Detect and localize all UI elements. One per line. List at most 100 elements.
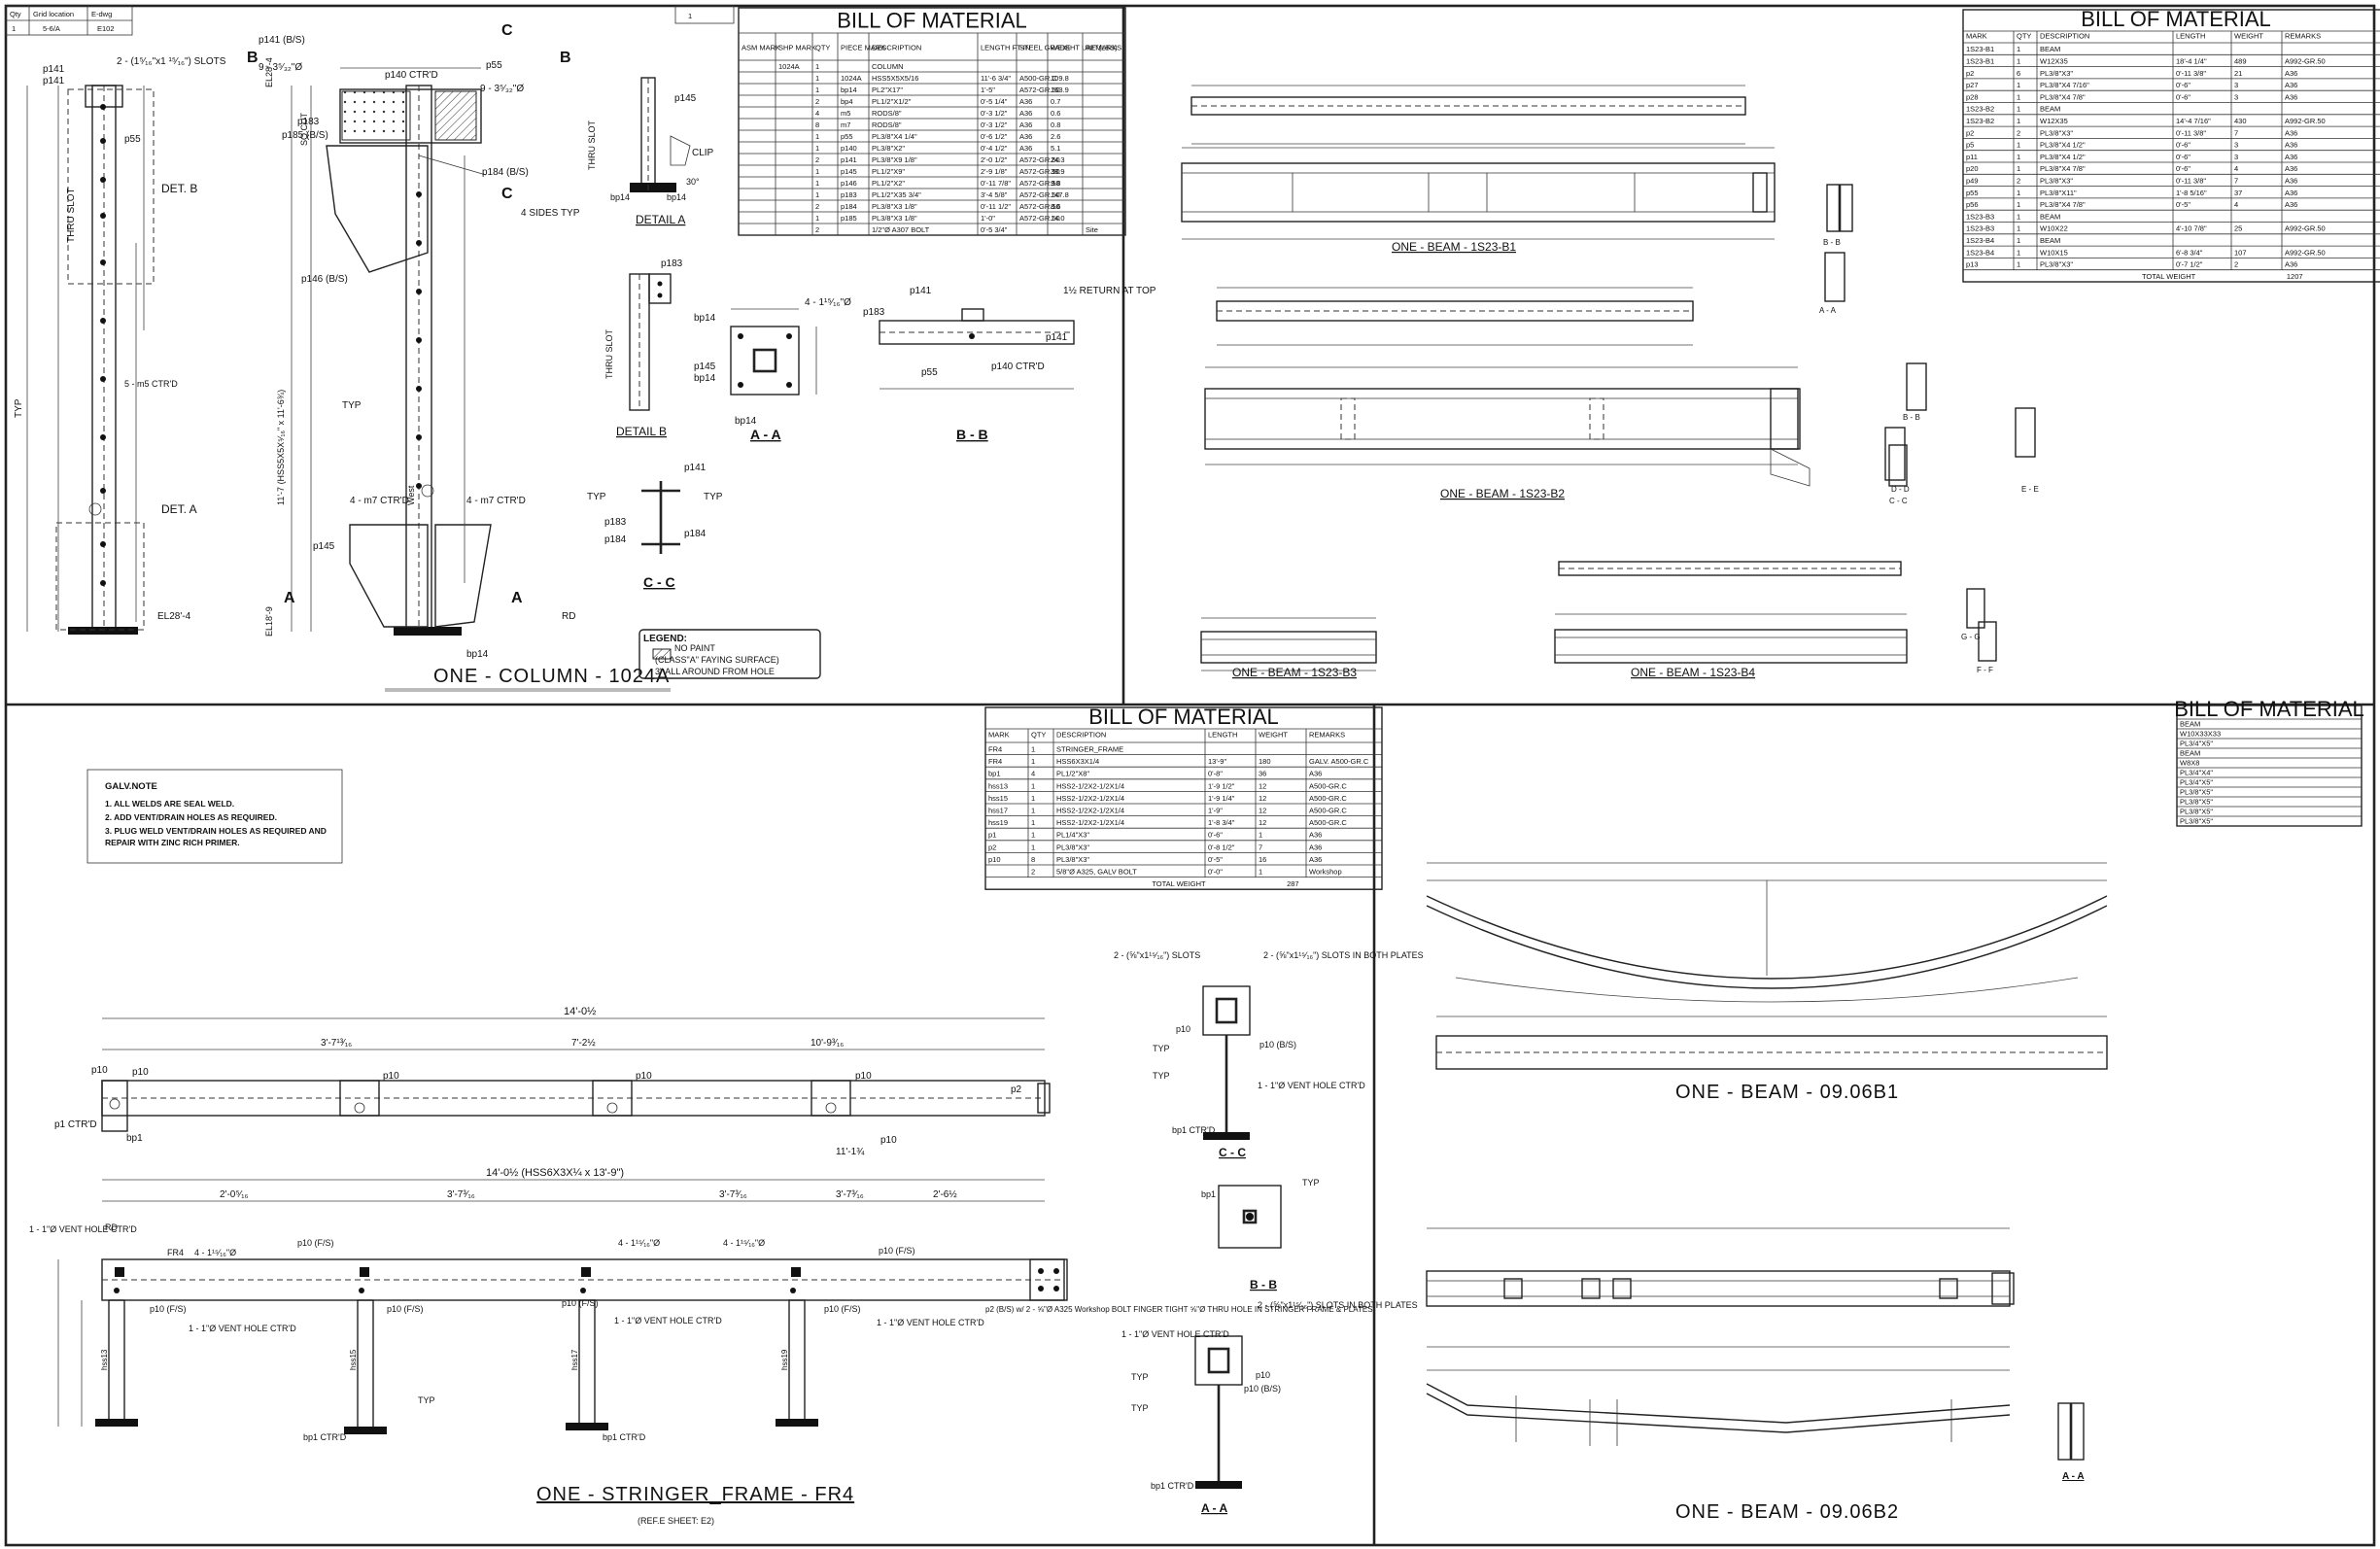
bom-fr4-cell-7-1: 1: [1031, 831, 1035, 840]
bom-fr4-cell-0-1: 1: [1031, 744, 1035, 753]
fr4-aa-typ-b: TYP: [1131, 1403, 1149, 1413]
bb-label-p183: p183: [863, 307, 885, 318]
fr4-top-p10-c: p10: [383, 1071, 399, 1082]
section-marker-c-bottom: C: [501, 186, 513, 202]
fr4-label-typ: TYP: [418, 1395, 435, 1405]
bom-column-cell-5-5: 0'-3 1/2": [981, 120, 1008, 129]
beam-1s23-b2-view: B - B D - D C - C E - E ONE - BEAM - 1S2…: [1204, 287, 2039, 505]
bom-fr4-cell-8-4: 7: [1259, 843, 1262, 851]
fr4-label-fr4: FR4: [167, 1248, 184, 1257]
bom-fr4-cell-0-0: FR4: [988, 744, 1002, 753]
bom-1s23-cell-8-0: p5: [1966, 141, 1974, 150]
bom-fr4-cell-3-0: hss13: [988, 781, 1008, 790]
bom-1s23-cell-11-5: A36: [2285, 177, 2297, 186]
cc-label-p183: p183: [604, 517, 627, 528]
bom-1s23-cell-6-0: 1S23-B2: [1966, 117, 1994, 125]
bom-1s23-cell-5-2: BEAM: [2040, 105, 2060, 114]
fr4-top-p1: p1 CTR'D: [54, 1119, 97, 1130]
legend-line-1: NO PAINT: [674, 643, 715, 653]
col-label-11-7: TYP: [14, 398, 24, 418]
bom-column-cell-8-6: A572-GR.50: [1019, 155, 1060, 164]
fr4-top-bp1: bp1: [126, 1133, 143, 1144]
bom-column-cell-12-5: 0'-11 1/2": [981, 202, 1011, 211]
bom-fr4-cell-2-3: 0'-8": [1208, 770, 1223, 778]
bom-column-cell-2-5: 1'-5": [981, 86, 995, 94]
detail-b-title: DETAIL B: [616, 425, 667, 438]
bom-column-cell-14-2: 2: [815, 225, 819, 234]
bom-fr4-cell-8-2: PL3/8"X3": [1056, 843, 1089, 851]
galv-note-box: GALV.NOTE 1. ALL WELDS ARE SEAL WELD. 2.…: [86, 769, 343, 864]
fr4-dim-mid-5: 2'-6½: [933, 1189, 957, 1200]
bom-1s23-cell-17-0: 1S23-B4: [1966, 248, 1994, 257]
bom-fr4-cell-3-3: 1'-9 1/2": [1208, 781, 1235, 790]
fr4-label-hss13: hss13: [100, 1349, 109, 1370]
bom-fr4-cell-10-2: 5/8"Ø A325, GALV BOLT: [1056, 867, 1137, 876]
col-label-slots: 2 - (1⁵⁄₁₆"x1 ¹⁵⁄₁₆") SLOTS: [117, 56, 226, 67]
bom-0906-cell-5-0: PL3/4"X4": [2180, 769, 2213, 777]
bom-column-cell-2-6: A572-GR.50: [1019, 86, 1060, 94]
section-cc-column-title: C - C: [643, 574, 675, 590]
bom-1s23-cell-1-1: 1: [2017, 57, 2020, 66]
fr4-cc-p10bs: p10 (B/S): [1259, 1040, 1296, 1050]
bom-1s23-cell-7-2: PL3/8"X3": [2040, 128, 2073, 137]
bom-1s23-cell-7-1: 2: [2017, 128, 2020, 137]
bom-column-cell-1-5: 11'-6 3/4": [981, 74, 1011, 83]
bom-fr4-cell-3-1: 1: [1031, 781, 1035, 790]
detail-a-label-p145: p145: [674, 93, 697, 104]
bom-column-cell-2-4: PL2"X17": [872, 86, 903, 94]
bom-fr4-cell-6-2: HSS2-1/2X2-1/2X1/4: [1056, 818, 1124, 827]
sheet-frame: [4, 4, 2376, 1547]
bom-column-cell-13-6: A572-GR.50: [1019, 214, 1060, 223]
aa-label-p145: p145: [694, 361, 716, 372]
beam-b2-section-cc: C - C: [1889, 497, 1908, 505]
detail-b-label-p183: p183: [661, 258, 683, 269]
bom-fr4-cell-7-5: A36: [1309, 831, 1322, 840]
bom-1s23-cell-10-5: A36: [2285, 164, 2297, 173]
bom-0906-title: BILL OF MATERIAL: [2174, 697, 2364, 721]
bom-1s23-cell-16-2: BEAM: [2040, 236, 2060, 245]
bom-fr4-cell-5-0: hss17: [988, 806, 1008, 814]
bom-1s23-cell-9-1: 1: [2017, 153, 2020, 161]
bom-fr4-cell-1-5: GALV. A500-GR.C: [1309, 757, 1369, 766]
bom-column-header-1: SHP MARK: [778, 43, 816, 52]
bom-fr4-cell-0-2: STRINGER_FRAME: [1056, 744, 1123, 753]
bom-fr4-cell-1-2: HSS6X3X1/4: [1056, 757, 1099, 766]
bom-1s23-cell-12-5: A36: [2285, 189, 2297, 197]
fr4-dim-top-1: 3'-7¹³⁄₁₆: [321, 1038, 352, 1049]
bom-column-cell-14-5: 0'-5 3/4": [981, 225, 1008, 234]
bom-0906-cell-2-0: PL3/4"X5": [2180, 740, 2213, 748]
bom-column-cell-11-4: PL1/2"X35 3/4": [872, 190, 921, 199]
detail-a: p145 THRU SLOT CLIP bp14 bp14 30° DETAIL…: [587, 77, 714, 226]
bom-fr4-cell-5-3: 1'-9": [1208, 806, 1223, 814]
bom-fr4-cell-9-3: 0'-5": [1208, 855, 1223, 864]
bom-column-cell-5-7: 0.8: [1051, 120, 1060, 129]
bom-column-cell-0-2: 1: [815, 62, 819, 71]
fr4-label-p10fs-3: p10 (F/S): [387, 1304, 424, 1314]
col-label-m7b: 4 - m7 CTR'D: [466, 496, 526, 506]
bom-fr4-cell-4-2: HSS2-1/2X2-1/2X1/4: [1056, 794, 1124, 803]
beam-1s23-b4-title: ONE - BEAM - 1S23-B4: [1631, 666, 1755, 679]
bom-1s23-cell-1-0: 1S23-B1: [1966, 57, 1994, 66]
bom-column-cell-11-6: A572-GR.50: [1019, 190, 1060, 199]
bom-column-header-7: WEIGHT UNIT(LBS): [1051, 43, 1118, 52]
section-marker-b-left: B: [247, 50, 259, 66]
bom-fr4-cell-8-0: p2: [988, 843, 996, 851]
bom-fr4-cell-2-4: 36: [1259, 770, 1266, 778]
bom-fr4-cell-6-0: hss19: [988, 818, 1008, 827]
bom-1s23-cell-2-1: 6: [2017, 69, 2020, 78]
legend-box: LEGEND: NO PAINT (CLASS"A" FAYING SURFAC…: [638, 629, 821, 679]
bom-fr4-cell-6-1: 1: [1031, 818, 1035, 827]
fr4-vent-3: 1 - 1"Ø VENT HOLE CTR'D: [614, 1316, 722, 1325]
fr4-cc-typ-a: TYP: [1153, 1044, 1170, 1053]
bom-1s23-cell-7-3: 0'-11 3/8": [2176, 128, 2206, 137]
bom-1s23-cell-14-2: BEAM: [2040, 212, 2060, 221]
bom-column-header-5: LENGTH FT-IN: [981, 43, 1030, 52]
bom-1s23-cell-13-5: A36: [2285, 200, 2297, 209]
bb-label-p141b: p141: [1046, 332, 1068, 343]
bom-1s23-cell-0-2: BEAM: [2040, 45, 2060, 53]
bom-0906-cell-3-0: BEAM: [2180, 749, 2200, 758]
bom-1s23-cell-4-0: p28: [1966, 92, 1979, 101]
cc-label-typ-b: TYP: [704, 492, 723, 502]
section-marker-c-top: C: [501, 22, 513, 39]
